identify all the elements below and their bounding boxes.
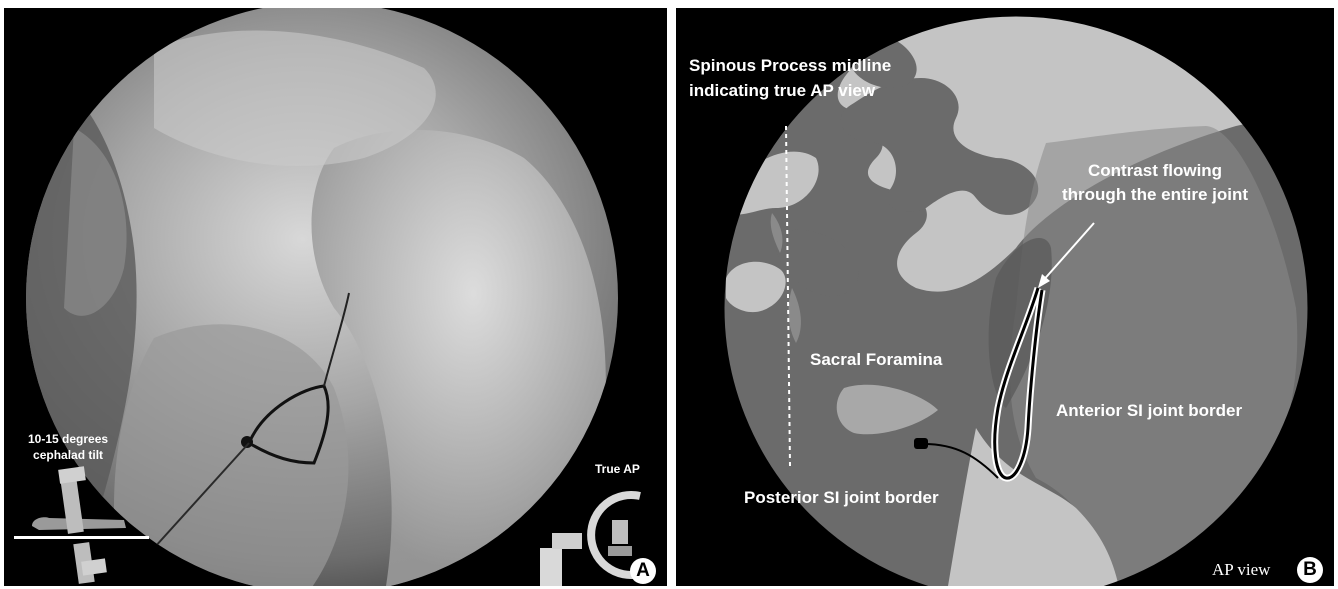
tilt-label: 10-15 degrees cephalad tilt xyxy=(28,431,108,463)
schematic-panel-b: Spinous Process midline indicating true … xyxy=(676,8,1334,586)
contrast-label-line2: through the entire joint xyxy=(1062,183,1248,207)
panel-letter-a: A xyxy=(630,558,656,584)
spinous-label-line1: Spinous Process midline xyxy=(689,53,891,78)
contrast-label-line1: Contrast flowing xyxy=(1062,159,1248,183)
contrast-label: Contrast flowing through the entire join… xyxy=(1062,159,1248,207)
view-caption: AP view xyxy=(1212,560,1270,580)
sacral-foramina-label: Sacral Foramina xyxy=(810,350,942,370)
anterior-border-label: Anterior SI joint border xyxy=(1056,401,1242,421)
spinous-label-line2: indicating true AP view xyxy=(689,78,891,103)
panel-letter-b: B xyxy=(1297,557,1323,583)
fluoroscopy-panel-a: 10-15 degrees cephalad tilt True AP A xyxy=(4,8,667,586)
c-arm-diagram xyxy=(540,495,640,586)
tilt-label-line1: 10-15 degrees xyxy=(28,431,108,447)
true-ap-label: True AP xyxy=(595,462,640,476)
spinous-process-label: Spinous Process midline indicating true … xyxy=(689,53,891,103)
posterior-border-label: Posterior SI joint border xyxy=(744,488,939,508)
fluoroscopy-image xyxy=(4,8,667,586)
tilt-label-line2: cephalad tilt xyxy=(28,447,108,463)
